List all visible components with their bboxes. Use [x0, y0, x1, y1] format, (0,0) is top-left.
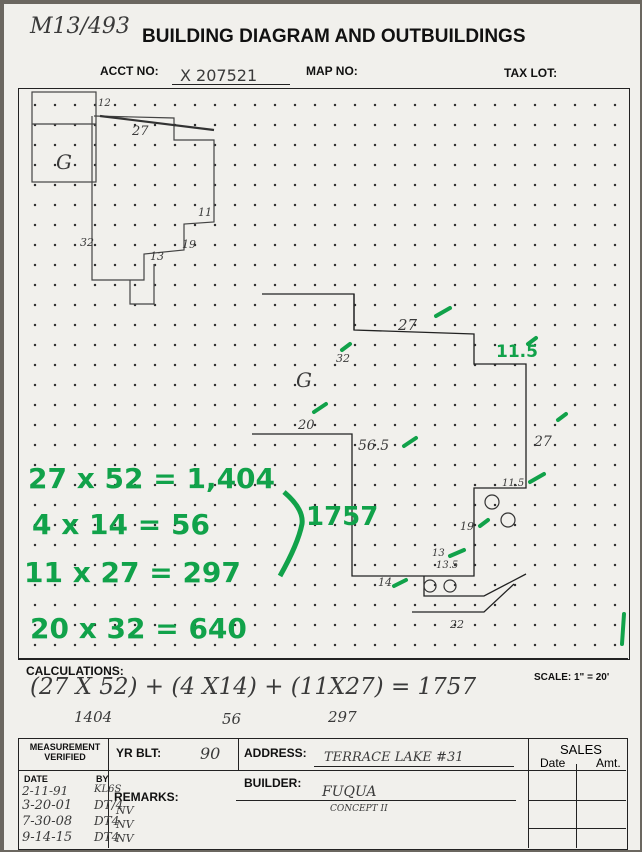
- file-number: M13/493: [30, 14, 130, 39]
- remarks-label: REMARKS:: [114, 790, 179, 804]
- remark-mark: NV: [116, 804, 134, 817]
- small-sketch-dim: 11: [198, 206, 212, 219]
- verification-date: 7-30-08: [22, 814, 73, 829]
- verification-by: DT/4: [94, 798, 124, 812]
- verification-date: 3-20-01: [22, 798, 73, 813]
- small-sketch-dim: 27: [132, 124, 149, 139]
- address-value: TERRACE LAKE #31: [324, 750, 464, 765]
- form-title: BUILDING DIAGRAM AND OUTBUILDINGS: [142, 26, 526, 47]
- garage-width: 20: [298, 418, 315, 433]
- sketch-grid: [18, 88, 630, 660]
- main-inner-dim: 19: [460, 520, 474, 533]
- verification-date: 9-14-15: [22, 830, 73, 845]
- remark-mark: NV: [116, 832, 134, 845]
- green-calc-line: 27 x 52 = 1,404: [28, 462, 276, 495]
- remark-mark: NV: [116, 818, 134, 831]
- date-col-label: DATE: [24, 774, 48, 784]
- main-top-dim: 27: [398, 316, 418, 334]
- builder-value: FUQUA: [322, 784, 377, 800]
- green-calc-line: 11 x 27 = 297: [24, 556, 241, 589]
- small-sketch-garage: G: [56, 150, 72, 174]
- small-sketch-dim: 13: [150, 250, 164, 263]
- main-small-dim: 22: [450, 618, 464, 631]
- verification-by: KL6S: [94, 784, 122, 795]
- acct-value: X 207521: [180, 66, 258, 85]
- yr-blt-label: YR BLT:: [116, 746, 162, 760]
- calculations-formula: (27 X 52) + (4 X14) + (11X27) = 1757: [30, 674, 477, 700]
- main-small-dim: 13.5: [436, 560, 459, 571]
- address-label: ADDRESS:: [244, 746, 307, 760]
- subtotal: 297: [328, 708, 357, 726]
- taxlot-label: TAX LOT:: [504, 66, 558, 80]
- map-label: MAP NO:: [306, 64, 358, 78]
- measurement-verified-label: MEASUREMENT VERIFIED: [29, 742, 101, 762]
- main-small-dim: 14: [378, 576, 392, 589]
- verification-by: DT4: [94, 830, 120, 844]
- main-center-dim: 56.5: [358, 438, 390, 454]
- sketch-drawing: [31, 91, 626, 646]
- garage-label: G: [296, 368, 312, 392]
- verification-by: DT4: [94, 814, 120, 828]
- main-lower-step: 11.5: [502, 478, 525, 489]
- sales-label: SALES: [560, 742, 602, 757]
- main-left-dim: 32: [336, 352, 350, 365]
- subtotal: 56: [222, 710, 242, 728]
- verification-date: 2-11-91: [22, 784, 69, 798]
- calculations-label: CALCULATIONS:: [26, 664, 124, 678]
- builder-label: BUILDER:: [244, 776, 302, 790]
- main-small-dim: 13: [432, 548, 445, 559]
- green-calc-line: 4 x 14 = 56: [32, 508, 210, 541]
- main-right-dim: 27: [534, 434, 552, 450]
- acct-label: ACCT NO:: [100, 64, 159, 78]
- subtotal: 1404: [74, 708, 113, 726]
- sales-amt-label: Amt.: [596, 756, 621, 770]
- small-sketch-dim: 32: [80, 236, 94, 249]
- small-sketch-dim: 12: [98, 98, 111, 109]
- small-sketch-dim: 19: [182, 238, 196, 251]
- footer-table: [18, 738, 628, 850]
- yr-blt-value: 90: [200, 744, 221, 763]
- builder-sub: CONCEPT II: [330, 804, 388, 814]
- assessment-card: M13/493 BUILDING DIAGRAM AND OUTBUILDING…: [4, 4, 640, 850]
- green-calc-line: 20 x 32 = 640: [30, 612, 247, 645]
- green-total: 1757: [306, 502, 379, 532]
- by-col-label: BY: [96, 774, 109, 784]
- scale-label: SCALE: 1" = 20': [534, 672, 610, 683]
- main-right-step-dim: 11.5: [496, 342, 538, 362]
- sales-date-label: Date: [540, 756, 566, 770]
